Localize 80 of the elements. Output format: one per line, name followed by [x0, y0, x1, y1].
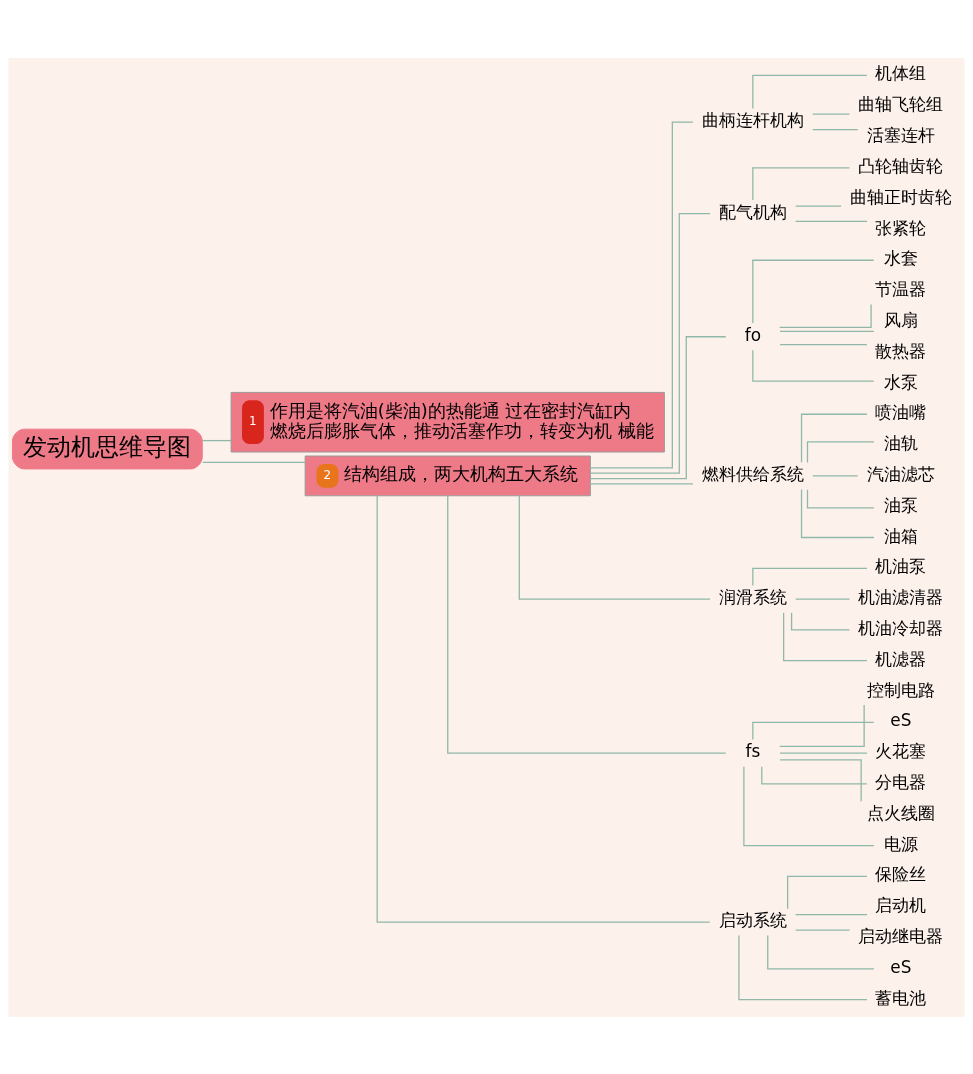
node-text: 机体组 — [875, 62, 927, 83]
connector — [752, 567, 868, 586]
connector — [752, 166, 851, 201]
node-text: eS — [890, 956, 912, 977]
connector — [589, 335, 727, 479]
node-box: 2 结构组成，两大机构五大系统 — [304, 455, 591, 496]
connector — [795, 220, 868, 222]
connector — [761, 765, 868, 785]
connector — [738, 934, 868, 1000]
node-text: 水套 — [883, 247, 918, 268]
connector — [376, 494, 711, 923]
node-box: 发动机思维导图 — [11, 428, 203, 469]
node-text: 分电器 — [875, 771, 927, 792]
node-text: 水泵 — [883, 371, 918, 392]
connector — [743, 765, 875, 846]
connector — [779, 758, 862, 802]
connector — [518, 494, 711, 600]
connector — [752, 349, 875, 382]
node-text: 配气机构 — [718, 201, 787, 222]
connector — [795, 913, 868, 915]
node-text: 散热器 — [875, 340, 927, 361]
connector — [779, 343, 868, 345]
connector — [202, 461, 306, 463]
node-text: 电源 — [883, 833, 918, 854]
node-text: 启动机 — [875, 894, 927, 915]
connector — [589, 212, 711, 474]
node-text: eS — [890, 709, 912, 730]
node-text: 机滤器 — [875, 648, 927, 669]
connector — [779, 703, 865, 747]
node-text: 燃料供给系统 — [701, 463, 804, 484]
node-text: 曲轴正时齿轮 — [849, 186, 952, 207]
node-text: 活塞连杆 — [866, 124, 935, 145]
connector — [779, 303, 872, 328]
connector — [447, 494, 727, 754]
node-text: 曲柄连杆机构 — [701, 109, 804, 130]
connector — [795, 597, 851, 600]
node-text: 汽油滤芯 — [866, 463, 935, 484]
connector — [202, 439, 232, 441]
node-text: 保险丝 — [875, 863, 927, 884]
connector — [790, 611, 851, 631]
node-text: 机油泵 — [875, 555, 927, 576]
node-text: 喷油嘴 — [875, 401, 927, 422]
node-text: 启动系统 — [718, 909, 787, 930]
connector — [752, 74, 868, 109]
connector — [795, 204, 842, 207]
node-text: 风扇 — [883, 309, 918, 330]
node-text: 油轨 — [883, 432, 918, 453]
node-text: 控制电路 — [866, 679, 935, 700]
node-text: 油泵 — [883, 494, 918, 515]
connector — [783, 611, 868, 661]
node-text: 机油冷却器 — [858, 617, 944, 638]
node-text: 启动继电器 — [858, 925, 944, 946]
connector — [812, 128, 859, 130]
connector — [795, 928, 851, 931]
node-text: 曲轴飞轮组 — [858, 93, 944, 114]
node-text: 油箱 — [883, 525, 918, 546]
connector — [752, 721, 875, 740]
connector — [806, 440, 875, 463]
connector — [812, 474, 859, 477]
node-text: 机油滤清器 — [858, 586, 944, 607]
connector — [589, 482, 694, 485]
node-text: 蓄电池 — [875, 987, 927, 1008]
connector — [806, 488, 875, 509]
connector — [800, 413, 868, 463]
connector — [752, 259, 875, 324]
connector — [800, 488, 875, 538]
connector — [589, 120, 694, 468]
connector — [779, 330, 875, 332]
connector — [779, 752, 868, 754]
node-text: fs — [745, 740, 761, 761]
node-text: 火花塞 — [875, 740, 927, 761]
node-text: 凸轮轴齿轮 — [858, 155, 944, 176]
node-text: fo — [744, 324, 761, 345]
connector — [812, 113, 851, 115]
connector — [767, 934, 875, 969]
node-text: 节温器 — [875, 278, 927, 299]
connector — [786, 875, 868, 909]
node-text: 点火线圈 — [866, 802, 935, 823]
node-text: 张紧轮 — [875, 217, 927, 237]
node-text: 润滑系统 — [718, 586, 787, 607]
